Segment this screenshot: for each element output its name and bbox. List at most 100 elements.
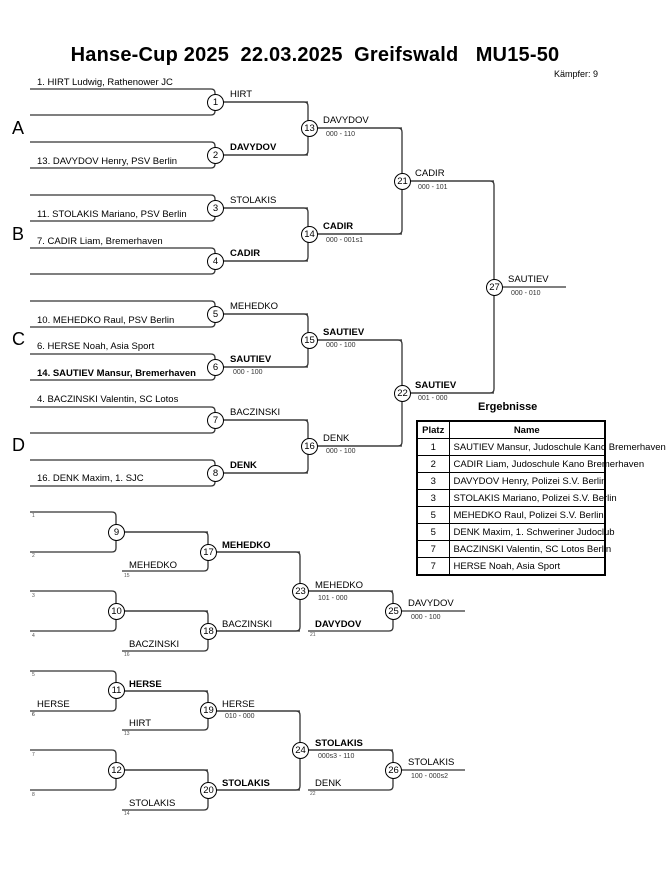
winner-m23: MEHEDKO <box>315 580 364 591</box>
winner-m3: STOLAKIS <box>230 195 277 206</box>
winner-m15: SAUTIEV <box>323 327 365 338</box>
match-circle-11: 11 <box>108 682 125 699</box>
match-circle-19: 19 <box>200 702 217 719</box>
winner-m1: HIRT <box>230 89 252 100</box>
winner-m11: HERSE <box>129 679 162 690</box>
rep-denk-entry: DENK <box>315 778 342 789</box>
score-m6: 000 - 100 <box>233 369 263 376</box>
match-circle-12: 12 <box>108 762 125 779</box>
winner-m8: DENK <box>230 460 257 471</box>
result-name: HERSE Noah, Asia Sport <box>448 557 606 576</box>
winner-m22: SAUTIEV <box>415 380 457 391</box>
result-place: 5 <box>416 523 450 541</box>
match-circle-22: 22 <box>394 385 411 402</box>
entry-baczinski: 4. BACZINSKI Valentin, SC Lotos <box>37 394 179 405</box>
result-place: 5 <box>416 506 450 524</box>
winner-m18: BACZINSKI <box>222 619 273 630</box>
bracket-r1-7 <box>30 406 216 434</box>
slot-4: 4 <box>32 633 35 639</box>
bracket-r3-1 <box>308 127 403 235</box>
match-circle-21: 21 <box>394 173 411 190</box>
match-circle-5: 5 <box>207 306 224 323</box>
result-name: DENK Maxim, 1. Schweriner Judoclub <box>448 523 615 541</box>
match-circle-8: 8 <box>207 465 224 482</box>
result-place: 7 <box>416 540 450 558</box>
match-circle-15: 15 <box>301 332 318 349</box>
rep-davydov-ref: 21 <box>310 632 316 638</box>
score-m27: 000 - 010 <box>511 290 541 297</box>
score-m13: 000 - 110 <box>326 131 356 138</box>
match-circle-14: 14 <box>301 226 318 243</box>
score-m23: 101 - 000 <box>318 595 348 602</box>
results-header-row: Platz Name <box>416 420 606 439</box>
result-name: MEHEDKO Raul, Polizei S.V. Berlin <box>448 506 606 524</box>
bracket-rep1-1 <box>30 511 117 553</box>
match-circle-6: 6 <box>207 359 224 376</box>
rep-baczinski-entry: BACZINSKI <box>129 639 180 650</box>
bracket-r2-2 <box>215 207 309 262</box>
score-m21: 000 - 101 <box>418 184 448 191</box>
winner-m19: HERSE <box>222 699 255 710</box>
winner-m16: DENK <box>323 433 350 444</box>
fighter-count: Kämpfer: 9 <box>553 69 598 79</box>
slot-8: 8 <box>32 792 35 798</box>
score-m15: 000 - 100 <box>326 342 356 349</box>
bracket-r1-1 <box>30 88 216 116</box>
match-circle-3: 3 <box>207 200 224 217</box>
winner-m21: CADIR <box>415 168 445 179</box>
winner-m14: CADIR <box>323 221 354 232</box>
winner-m27: SAUTIEV <box>508 274 549 285</box>
winner-m26: STOLAKIS <box>408 757 455 768</box>
rep-hirt-entry: HIRT <box>129 718 151 729</box>
rep-herse-entry: HERSE <box>37 699 70 710</box>
match-circle-16: 16 <box>301 438 318 455</box>
rep-baczinski-ref: 16 <box>124 652 130 658</box>
entry-sautiev: 14. SAUTIEV Mansur, Bremerhaven <box>37 368 196 379</box>
rep-denk-ref: 22 <box>310 791 316 797</box>
score-m16: 000 - 100 <box>326 448 356 455</box>
winner-m6: SAUTIEV <box>230 354 272 365</box>
pool-label-c: C <box>12 329 25 349</box>
rep-mehedko-ref: 15 <box>124 573 130 579</box>
header-place: Platz <box>416 420 450 439</box>
result-place: 2 <box>416 455 450 473</box>
entry-denk: 16. DENK Maxim, 1. SJC <box>37 473 144 484</box>
winner-m17: MEHEDKO <box>222 540 271 551</box>
score-m24: 000s3 - 110 <box>318 753 355 760</box>
match-circle-9: 9 <box>108 524 125 541</box>
result-place: 7 <box>416 557 450 576</box>
winner-m25: DAVYDOV <box>408 598 454 609</box>
match-circle-10: 10 <box>108 603 125 620</box>
match-circle-24: 24 <box>292 742 309 759</box>
bracket-rep1-4 <box>30 749 117 791</box>
match-circle-13: 13 <box>301 120 318 137</box>
rep-stolakis-entry: STOLAKIS <box>129 798 176 809</box>
slot-7: 7 <box>32 752 35 758</box>
result-place: 3 <box>416 489 450 507</box>
pool-label-d: D <box>12 435 25 455</box>
score-m26: 100 - 000s2 <box>411 773 448 780</box>
result-name: CADIR Liam, Judoschule Kano Bremerhaven <box>448 455 644 473</box>
bracket-r1-4 <box>30 247 216 275</box>
result-name: STOLAKIS Mariano, Polizei S.V. Berlin <box>448 489 617 507</box>
entry-stolakis: 11. STOLAKIS Mariano, PSV Berlin <box>37 209 187 220</box>
match-circle-20: 20 <box>200 782 217 799</box>
match-circle-23: 23 <box>292 583 309 600</box>
slot-6: 6 <box>32 712 35 718</box>
match-circle-7: 7 <box>207 412 224 429</box>
entry-herse: 6. HERSE Noah, Asia Sport <box>37 341 155 352</box>
result-name: SAUTIEV Mansur, Judoschule Kano Bremerha… <box>448 438 666 456</box>
match-circle-1: 1 <box>207 94 224 111</box>
bracket-rep1-2 <box>30 590 117 632</box>
winner-m4: CADIR <box>230 248 261 259</box>
winner-m24: STOLAKIS <box>315 738 363 749</box>
rep-davydov-entry: DAVYDOV <box>315 619 362 630</box>
entry-davydov: 13. DAVYDOV Henry, PSV Berlin <box>37 156 178 167</box>
